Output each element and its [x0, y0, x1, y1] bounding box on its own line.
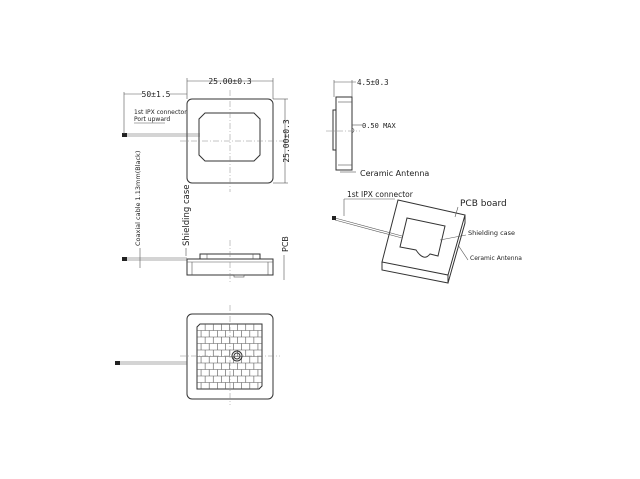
side-view-shield-tab [332, 109, 337, 151]
side-view-body [335, 96, 353, 171]
connector-icon [122, 257, 127, 261]
thickness-dim: 4.5±0.3 [357, 78, 389, 87]
ceramic-grid [196, 323, 263, 390]
iso-cable [334, 217, 403, 237]
iso-pcb-front-edge [381, 262, 449, 284]
iso-antenna-leader-line [457, 244, 469, 261]
side-antenna-label: Ceramic Antenna [360, 169, 429, 178]
cable-dimension-label-background [142, 89, 170, 99]
bottom-view [115, 305, 280, 405]
iso-pcb-label: PCB board [460, 199, 507, 209]
iso-connector-icon [332, 216, 336, 220]
front-view-bottom-feature [233, 274, 245, 278]
top-width-dim: 25.00±0.3 [208, 77, 252, 86]
connector-note: Port upward [134, 116, 170, 123]
iso-shielding-case [399, 217, 446, 258]
iso-pcb-side-edge [447, 215, 466, 284]
cable-label: Coaxial cable 1.13mm(Black) [134, 151, 142, 246]
bottom-connector-icon [115, 361, 120, 365]
top-view-shield-outline [198, 112, 261, 162]
top-height-dim: 25.00±0.3 [282, 119, 291, 163]
iso-shield-leader-line [439, 234, 467, 241]
ipx-connector-icon [122, 133, 127, 137]
protrusion-dim: 0.50 MAX [362, 122, 397, 130]
connector-label: 1st IPX connector [134, 109, 187, 116]
iso-connector-label: 1st IPX connector [347, 190, 414, 199]
iso-view: 1st IPX connector PCB board Shielding ca… [332, 190, 522, 284]
cable-length-dim: 50±1.5 [142, 90, 171, 99]
side-view: 4.5±0.3 0.50 MAX Ceramic Antenna [326, 78, 429, 178]
pcb-label: PCB [281, 236, 290, 252]
iso-cable [334, 219, 403, 239]
iso-shield-label: Shielding case [468, 229, 515, 237]
top-view: 25.00±0.3 50±1.5 25.00±0.3 1st IPX conne… [122, 77, 291, 192]
side-view-protrusion [351, 127, 355, 134]
front-view: Coaxial cable 1.13mm(Black) Shielding ca… [122, 151, 290, 282]
ceramic-grid-outline [196, 323, 263, 390]
iso-pcb-leader-line [454, 206, 459, 218]
iso-antenna-label: Ceramic Antenna [470, 255, 522, 262]
shield-label: Shielding case [182, 184, 192, 246]
